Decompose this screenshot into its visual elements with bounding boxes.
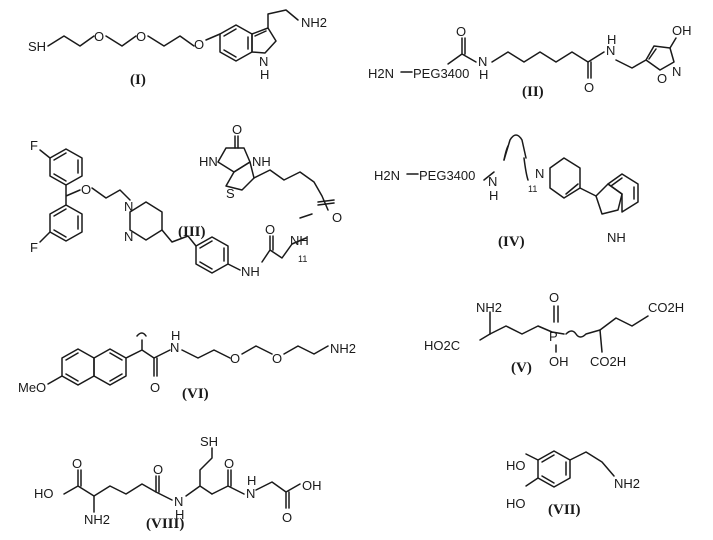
atom-o: O — [81, 182, 91, 197]
atom-h: H — [479, 67, 488, 82]
atom-ho: HO — [34, 486, 54, 501]
atom-o: O — [150, 380, 160, 395]
atom-ho: HO — [506, 458, 526, 473]
atom-o: O — [224, 456, 234, 471]
atom-sh: SH — [200, 434, 218, 449]
atom-h: H — [247, 473, 256, 488]
structure-VI: MeO O N H O O NH2 (VI) — [18, 328, 356, 402]
atom-o: O — [549, 290, 559, 305]
atom-h: H — [171, 328, 180, 343]
atom-p: P — [549, 329, 558, 344]
atom-co2h: CO2H — [648, 300, 684, 315]
atom-h: H — [175, 507, 184, 522]
atom-nh: NH — [252, 154, 271, 169]
atom-nh2: NH2 — [330, 341, 356, 356]
chain-length: 11 — [298, 254, 307, 264]
atom-n: N — [124, 229, 133, 244]
atom-nh2: NH2 — [476, 300, 502, 315]
atom-o: O — [194, 37, 204, 52]
atom-n: N — [606, 43, 615, 58]
compound-label: (VII) — [548, 502, 581, 518]
atom-h2n: H2N — [374, 168, 400, 183]
peg-label: PEG3400 — [419, 168, 475, 183]
compound-label: (I) — [130, 72, 146, 88]
structure-VIII: HO O NH2 O N H SH O N H O OH (VIII) — [34, 434, 322, 532]
atom-o: O — [153, 462, 163, 477]
structure-IV: H2N PEG3400 N H N 11 NH (IV) — [374, 134, 639, 250]
atom-h2n: H2N — [368, 66, 394, 81]
atom-nh: NH — [607, 230, 626, 245]
compound-label: (VI) — [182, 386, 209, 402]
atom-n: N — [124, 199, 133, 214]
atom-o: O — [136, 29, 146, 44]
atom-h: H — [607, 32, 616, 47]
atom-sh: SH — [28, 39, 46, 54]
atom-n: N — [170, 340, 179, 355]
structure-I: SH O O O NH2 N H (I) — [28, 9, 327, 88]
atom-s: S — [226, 186, 235, 201]
atom-oh: OH — [549, 354, 569, 369]
structure-II: H2N PEG3400 O N H O N H OH N O (II) — [368, 23, 692, 100]
atom-o: O — [232, 122, 242, 137]
chain-length: 11 — [528, 184, 537, 194]
atom-n: N — [478, 54, 487, 69]
peg-label: PEG3400 — [413, 66, 469, 81]
atom-nh: NH — [290, 233, 309, 248]
atom-nh2: NH2 — [301, 15, 327, 30]
atom-f: F — [30, 240, 38, 255]
atom-nh: NH — [241, 264, 260, 279]
atom-ho: HO — [506, 496, 526, 511]
atom-o: O — [456, 24, 466, 39]
atom-n: N — [535, 166, 544, 181]
atom-ho2c: HO2C — [424, 338, 460, 353]
compound-label: (V) — [511, 360, 532, 376]
atom-o: O — [282, 510, 292, 525]
atom-o: O — [72, 456, 82, 471]
structure-III: F F O N N O HN NH S NH NH O O 11 (III) — [30, 122, 342, 279]
atom-n: N — [246, 486, 255, 501]
compound-label: (II) — [522, 84, 544, 100]
atom-nh2: NH2 — [84, 512, 110, 527]
atom-o: O — [657, 71, 667, 86]
structure-VII: HO HO NH2 (VII) — [506, 450, 640, 518]
atom-o: O — [584, 80, 594, 95]
atom-o: O — [94, 29, 104, 44]
atom-n: N — [488, 174, 497, 189]
atom-co2h: CO2H — [590, 354, 626, 369]
atom-h: H — [489, 188, 498, 203]
atom-nh2: NH2 — [614, 476, 640, 491]
atom-f: F — [30, 138, 38, 153]
atom-n: N — [259, 54, 268, 69]
atom-o: O — [332, 210, 342, 225]
atom-o: O — [230, 351, 240, 366]
compound-label: (IV) — [498, 234, 525, 250]
compound-label: (VIII) — [146, 516, 184, 532]
atom-oh: OH — [302, 478, 322, 493]
atom-oh: OH — [672, 23, 692, 38]
atom-hn: HN — [199, 154, 218, 169]
atom-n: N — [174, 494, 183, 509]
atom-n: N — [672, 64, 681, 79]
atom-o: O — [265, 222, 275, 237]
atom-meo: MeO — [18, 380, 46, 395]
atom-o: O — [272, 351, 282, 366]
structure-V: NH2 HO2C O P OH CO2H CO2H (V) — [424, 290, 684, 376]
atom-h: H — [260, 67, 269, 82]
compound-label: (III) — [178, 224, 206, 240]
